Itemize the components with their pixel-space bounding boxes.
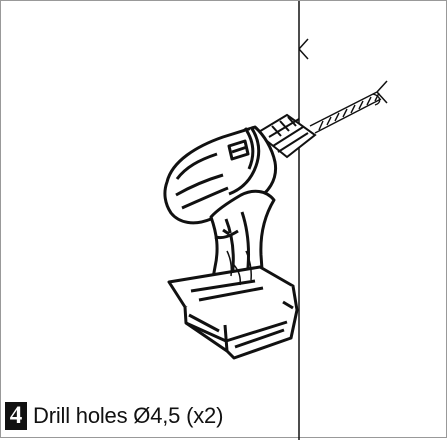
drill-battery xyxy=(167,265,299,360)
step-instruction-text: Drill holes Ø4,5 (x2) xyxy=(33,402,224,428)
drill-chuck xyxy=(255,113,317,159)
handle-grip-lines xyxy=(226,250,252,286)
hole-mark-top xyxy=(298,38,309,60)
step-caption: 4 Drill holes Ø4,5 (x2) xyxy=(5,400,223,431)
drill-bit xyxy=(309,91,382,134)
step-number-badge: 4 xyxy=(5,401,27,430)
